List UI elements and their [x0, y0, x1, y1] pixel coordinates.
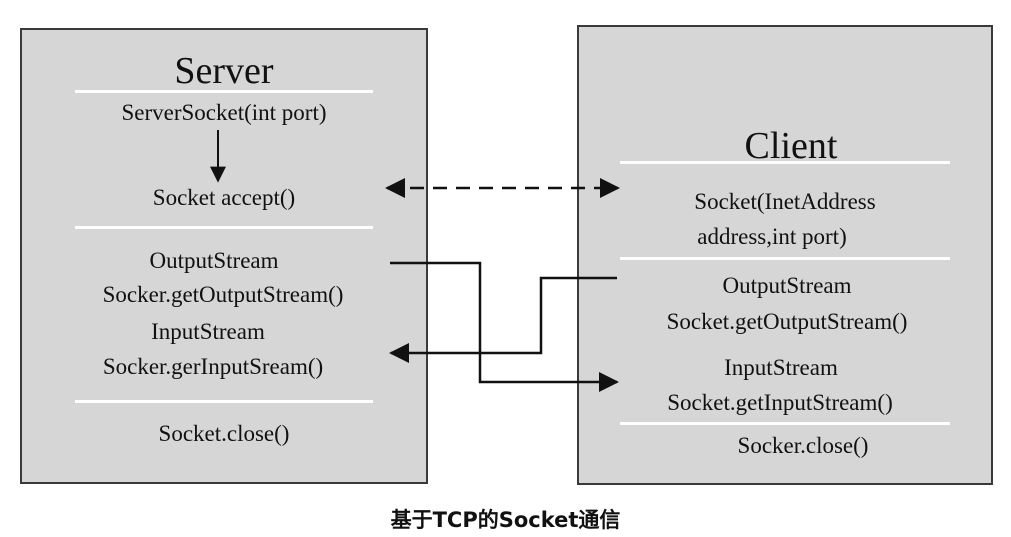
- client-output-stream-call: Socket.getOutputStream(): [666, 309, 908, 334]
- server-accept: Socket accept(): [152, 185, 296, 210]
- client-input-stream-call: Socket.getInputStream(): [667, 390, 893, 415]
- server-input-stream-call: Socker.gerInputSream(): [102, 354, 324, 379]
- server-output-stream-type: OutputStream: [149, 248, 279, 273]
- server-output-to-client-input-arrow: [390, 261, 619, 392]
- server-divider-2: [75, 400, 373, 403]
- server-title-divider: [75, 90, 373, 93]
- server-title: Server: [174, 50, 274, 92]
- client-box: [577, 25, 993, 485]
- client-divider-2: [620, 422, 950, 425]
- server-divider-1: [75, 226, 373, 229]
- server-input-stream-type: InputStream: [151, 319, 265, 344]
- server-output-stream-call: Socker.getOutputStream(): [102, 282, 344, 307]
- client-socket-line1: Socket(InetAddress: [694, 189, 876, 214]
- server-box: [20, 28, 428, 484]
- client-divider-1: [620, 257, 950, 260]
- client-output-to-server-input-arrow: [389, 276, 617, 363]
- client-title-divider: [620, 161, 950, 164]
- client-close: Socker.close(): [737, 433, 869, 458]
- client-output-stream-type: OutputStream: [722, 273, 852, 298]
- client-input-stream-type: InputStream: [724, 355, 838, 380]
- client-title: Client: [744, 125, 838, 167]
- figure-caption: 基于TCP的Socket通信: [390, 508, 621, 532]
- client-socket-line2: address,int port): [697, 224, 847, 249]
- server-close: Socket.close(): [158, 421, 290, 446]
- server-socket-constructor: ServerSocket(int port): [121, 100, 327, 125]
